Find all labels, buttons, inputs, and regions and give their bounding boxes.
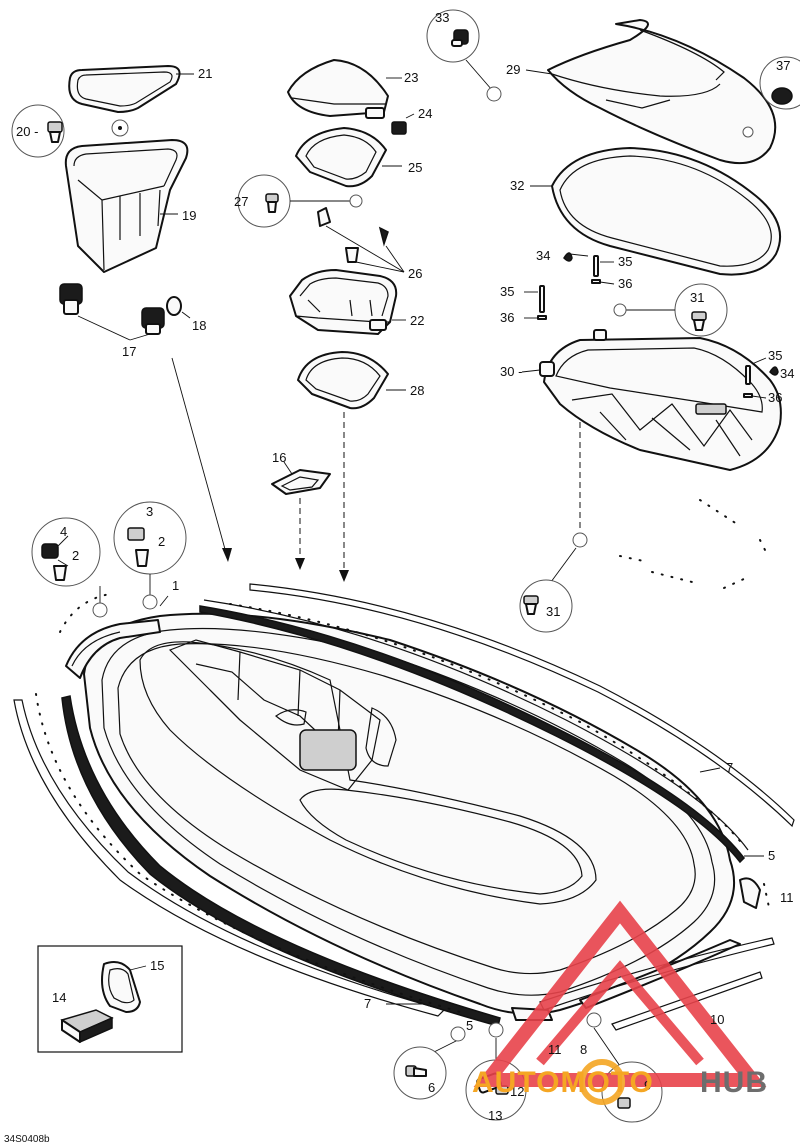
hull-deck-outline [83, 612, 736, 1015]
storage-bin-group [11, 65, 232, 562]
callout-17: 17 [122, 344, 136, 359]
callout-11b: 11 [548, 1042, 562, 1057]
part-28-gasket [297, 351, 389, 410]
callout-4: 4 [60, 524, 67, 539]
callout-3: 3 [146, 504, 153, 519]
callout-14: 14 [52, 990, 66, 1005]
callout-36a: 36 [618, 276, 632, 291]
part-7-trim-right [249, 583, 795, 828]
callout-12: 12 [510, 1084, 524, 1099]
callout-16: 16 [272, 450, 286, 465]
callout-21: 21 [198, 66, 212, 81]
callout-31a: 31 [690, 290, 704, 305]
part-19-storage-bin [64, 139, 189, 273]
part-23-lid [287, 59, 389, 117]
part-18-cap [166, 296, 182, 316]
part-26-clip-c [345, 247, 359, 263]
callout-35b: 35 [500, 284, 514, 299]
callout-20: 20 - [16, 124, 38, 139]
callout-25: 25 [408, 160, 422, 175]
part-26-clip-a [317, 207, 331, 227]
callout-37: 37 [776, 58, 790, 73]
zoom-circle-31b [519, 579, 573, 633]
watermark-o-icon [579, 1059, 625, 1105]
callout-6: 6 [428, 1080, 435, 1095]
part-11-corner-a [739, 877, 761, 909]
callout-27: 27 [234, 194, 248, 209]
part-35-screw-b [593, 255, 599, 277]
fastener-zooms [31, 501, 187, 618]
front-storage-group [426, 9, 800, 633]
part-30-front-tub [543, 337, 782, 471]
callout-7a: 7 [726, 760, 733, 775]
part-16-plate [271, 469, 331, 495]
callout-32: 32 [510, 178, 524, 193]
callout-23: 23 [404, 70, 418, 85]
callout-26: 26 [408, 266, 422, 281]
callout-34a: 34 [536, 248, 550, 263]
diagram-ref-code: 34S0408b [4, 1134, 50, 1145]
zoom-circle-2-4 [31, 517, 101, 587]
callout-19: 19 [182, 208, 196, 223]
callout-35a: 35 [618, 254, 632, 269]
zoom-circle-20 [11, 104, 65, 158]
part-32-gasket [551, 147, 781, 276]
callout-2a: 2 [72, 548, 79, 563]
callout-28: 28 [410, 383, 424, 398]
callout-13: 13 [488, 1108, 502, 1123]
callout-31b: 31 [546, 604, 560, 619]
callout-33: 33 [435, 10, 449, 25]
callout-24: 24 [418, 106, 432, 121]
part-5-rubrail-right [199, 605, 745, 864]
callout-36c: 36 [768, 390, 782, 405]
callout-36b: 36 [500, 310, 514, 325]
inset-box [37, 945, 183, 1053]
callout-8: 8 [580, 1042, 587, 1057]
zoom-circle-33 [426, 9, 480, 63]
part-35-screw-c [745, 365, 751, 385]
watermark-logo [473, 900, 767, 1105]
part-35-screw-a [539, 285, 545, 313]
callout-5a: 5 [768, 848, 775, 863]
part-29-front-cover [547, 19, 777, 164]
part-1-bumper [65, 619, 161, 679]
glove-box-group [237, 59, 415, 582]
callout-7b: 7 [364, 996, 371, 1011]
watermark-word-left: AUTOMOTO [472, 1066, 654, 1099]
callout-18: 18 [192, 318, 206, 333]
callout-1: 1 [172, 578, 179, 593]
callout-labels: 21 20 - 19 18 17 23 24 25 27 26 22 28 16… [4, 10, 794, 1145]
callout-9: 9 [644, 1078, 651, 1093]
callout-30: 30 - [500, 364, 522, 379]
part-26-clip-b [378, 226, 389, 247]
callout-22: 22 [410, 313, 424, 328]
part-21-gasket [68, 65, 181, 113]
callout-11a: 11 [780, 890, 794, 905]
watermark-word-right: HUB [700, 1066, 768, 1099]
callout-34b: 34 [780, 366, 794, 381]
callout-35c: 35 [768, 348, 782, 363]
callout-29: 29 [506, 62, 520, 77]
hull-seat-well [139, 641, 597, 905]
callout-5b: 5 [466, 1018, 473, 1033]
callout-2b: 2 [158, 534, 165, 549]
part-24-latch [391, 121, 407, 135]
callout-15: 15 [150, 958, 164, 973]
part-15-boot [101, 961, 141, 1013]
callout-10: 10 [710, 1012, 724, 1027]
